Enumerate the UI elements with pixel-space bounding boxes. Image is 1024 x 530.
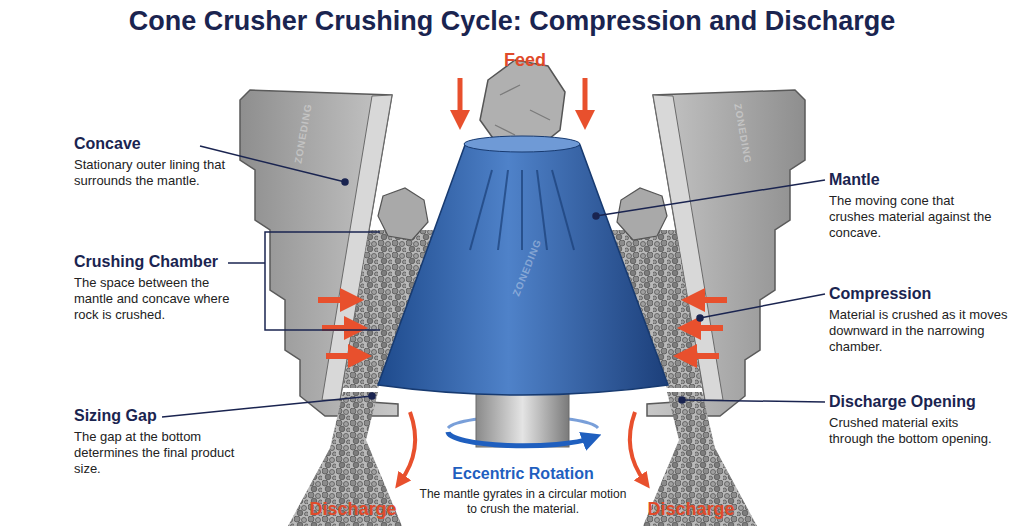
part-name: Discharge Opening [829,393,1019,411]
flow-label: Discharge [636,499,746,520]
part-description: The space between the mantle and concave… [74,275,244,323]
part-name: Crushing Chamber [74,253,274,271]
flow-label: Discharge [298,499,408,520]
part-description: Stationary outer lining that surrounds t… [74,157,234,189]
part-name: Compression [829,285,1009,303]
part-description: The mantle gyrates in a circular motion … [418,487,628,517]
flow-label: Feed [490,50,560,71]
part-name: Mantle [829,171,1009,189]
part-name: Eccentric Rotation [418,465,628,483]
part-description: The moving cone that crushes material ag… [829,193,994,241]
part-description: Material is crushed as it moves downward… [829,307,1009,355]
part-description: Crushed material exits through the botto… [829,415,999,447]
part-name: Sizing Gap [74,407,274,425]
part-description: The gap at the bottom determines the fin… [74,429,239,477]
diagram-title: Cone Crusher Crushing Cycle: Compression… [0,6,1024,37]
part-name: Concave [74,135,274,153]
